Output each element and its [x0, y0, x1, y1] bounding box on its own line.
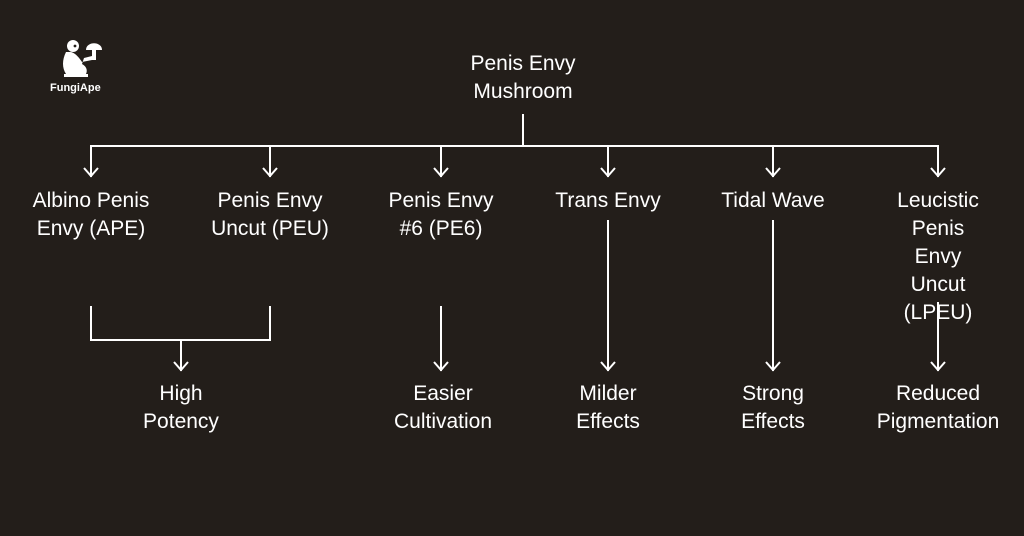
arrow-to-strong-effects-head [765, 361, 781, 372]
root-node-label: Penis Envy Mushroom [470, 52, 576, 103]
trait-node-milder-effects: Milder Effects [576, 382, 640, 433]
trait-node-strong-effects: Strong Effects [741, 382, 805, 433]
arrow-to-tidal-head [765, 167, 781, 178]
variety-node-trans: Trans Envy [555, 189, 661, 212]
ape-holding-mushroom-icon [63, 40, 102, 77]
brand-name: FungiApe [50, 82, 101, 94]
trait-node-easier-cultivation: Easier Cultivation [393, 382, 493, 433]
arrow-to-milder-effects-head [600, 361, 616, 372]
arrow-to-pe6-head [433, 167, 449, 178]
arrow-to-ape-head [83, 167, 99, 178]
trait-node-reduced-pigmentation: Reduced Pigmentation [876, 382, 1000, 433]
arrow-to-reduced-pigmentation-head [930, 361, 946, 372]
variety-node-ape: Albino Penis Envy (APE) [32, 189, 150, 240]
variety-node-peu: Penis Envy Uncut (PEU) [211, 189, 329, 240]
variety-node-pe6: Penis Envy #6 (PE6) [388, 189, 494, 240]
variety-node-lpeu: Leucistic Penis Envy Uncut (LPEU) [897, 189, 979, 324]
arrow-to-easier-cultivation-head [433, 361, 449, 372]
arrow-to-high-potency-head [173, 361, 189, 372]
arrow-to-lpeu-head [930, 167, 946, 178]
trait-node-high-potency: High Potency [143, 382, 219, 433]
variety-node-tidal: Tidal Wave [721, 189, 825, 212]
brand-logo: FungiApe [50, 36, 120, 94]
arrow-to-peu-head [262, 167, 278, 178]
arrow-to-trans-head [600, 167, 616, 178]
